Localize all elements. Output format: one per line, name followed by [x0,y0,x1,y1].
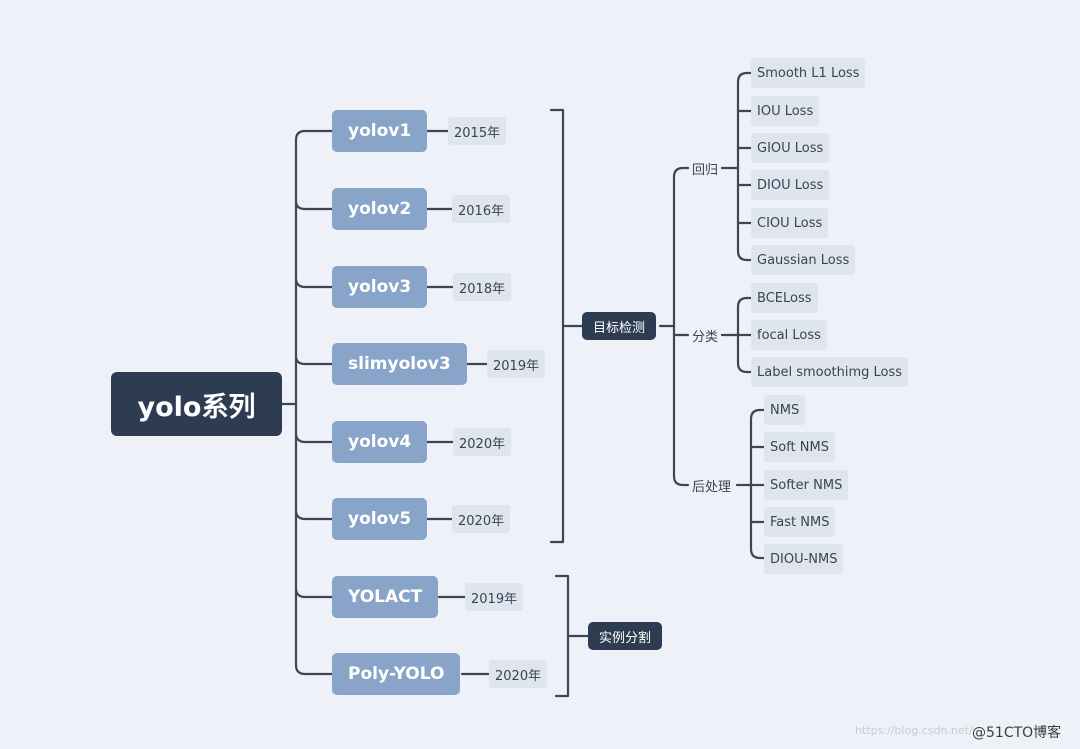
segmentation-bracket [554,574,590,698]
year-connectors [419,129,491,676]
year-tag-yolov4[interactable]: 2020年 [453,428,512,456]
node-poly-yolo[interactable]: Poly-YOLO [332,653,461,695]
leaf-diou-loss[interactable]: DIOU Loss [751,170,830,200]
node-object-detection[interactable]: 目标检测 [582,312,657,340]
node-yolov2[interactable]: yolov2 [332,188,428,230]
leaf-iou-loss[interactable]: IOU Loss [751,96,820,126]
csdn-watermark: https://blog.csdn.net/ [855,724,973,737]
node-yolov4[interactable]: yolov4 [332,421,428,463]
leaf-soft-nms[interactable]: Soft NMS [764,432,835,462]
leaf-softer-nms[interactable]: Softer NMS [764,470,849,500]
node-yolov5[interactable]: yolov5 [332,498,428,540]
detection-branches [658,166,690,487]
year-tag-yolov1[interactable]: 2015年 [448,117,507,145]
source-credit: @51CTO博客 [972,725,1062,741]
root-spine [280,129,334,676]
leaf-nms[interactable]: NMS [764,395,806,425]
leaf-gaussian-loss[interactable]: Gaussian Loss [751,245,856,275]
leaf-label-smoothing-loss[interactable]: Label smoothimg Loss [751,357,909,387]
leaf-ciou-loss[interactable]: CIOU Loss [751,208,829,238]
node-slimyolov3[interactable]: slimyolov3 [332,343,467,385]
year-tag-yolov3[interactable]: 2018年 [453,273,512,301]
node-yolact[interactable]: YOLACT [332,576,439,618]
year-tag-yolact[interactable]: 2019年 [465,583,524,611]
node-post-processing[interactable]: 后处理 [692,479,732,495]
root-node[interactable]: yolo系列 [111,372,282,436]
node-yolov3[interactable]: yolov3 [332,266,428,308]
year-tag-yolov5[interactable]: 2020年 [452,505,511,533]
detection-bracket [549,108,584,544]
node-instance-segmentation[interactable]: 实例分割 [588,622,663,650]
leaf-smooth-l1-loss[interactable]: Smooth L1 Loss [751,58,866,88]
node-classification[interactable]: 分类 [692,329,719,345]
year-tag-poly-yolo[interactable]: 2020年 [489,660,548,688]
leaf-focal-loss[interactable]: focal Loss [751,320,827,350]
leaf-giou-loss[interactable]: GIOU Loss [751,133,830,163]
regression-branches [720,71,753,262]
leaf-diou-nms[interactable]: DIOU-NMS [764,544,844,574]
node-regression[interactable]: 回归 [692,162,719,178]
leaf-fast-nms[interactable]: Fast NMS [764,507,836,537]
year-tag-yolov2[interactable]: 2016年 [452,195,511,223]
year-tag-slimyolov3[interactable]: 2019年 [487,350,546,378]
leaf-bceloss[interactable]: BCELoss [751,283,818,313]
postprocess-branches [735,408,766,560]
node-yolov1[interactable]: yolov1 [332,110,428,152]
classification-branches [720,296,753,374]
